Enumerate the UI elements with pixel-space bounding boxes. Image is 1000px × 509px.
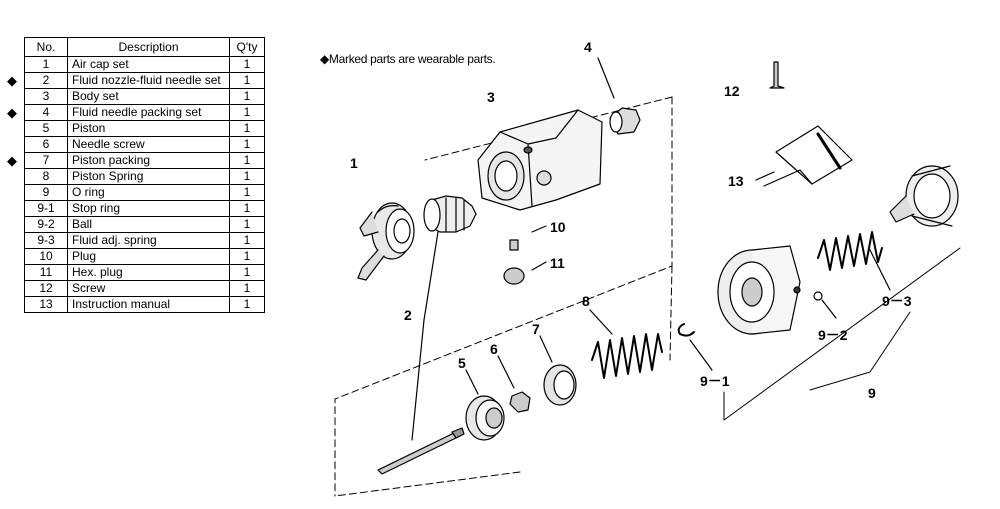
part-13-instruction-manual: [755, 125, 853, 187]
callout-3: 3: [487, 89, 495, 105]
callout-9-1: 9－1: [700, 373, 730, 389]
callout-6: 6: [490, 341, 498, 357]
wearable-note: ◆Marked parts are wearable parts.: [320, 52, 496, 66]
part-5-piston: [465, 369, 505, 441]
cell-no: 11: [24, 264, 68, 281]
part-3-body: [477, 109, 603, 211]
part-4-packing-set: [597, 57, 641, 135]
adjustment-knob: [889, 165, 959, 227]
cell-no: 9-1: [24, 200, 68, 217]
wear-marker-icon: ◆: [7, 73, 17, 88]
cell-qty: 1: [229, 264, 265, 281]
callout-1: 1: [350, 155, 358, 171]
part-11-hex-plug: [503, 261, 547, 285]
callout-9-3: 9－3: [882, 293, 912, 309]
part-2-fluid-nozzle: [423, 195, 477, 233]
callout-7: 7: [532, 321, 540, 337]
callout-10: 10: [550, 219, 566, 235]
part-1-air-cap: [357, 202, 415, 281]
cell-no: 13: [24, 296, 68, 313]
cell-qty: 1: [229, 296, 265, 313]
cell-qty: 1: [229, 88, 265, 105]
part-10-plug: [509, 225, 547, 251]
wear-marker-icon: ◆: [7, 153, 17, 168]
cell-desc: Instruction manual: [67, 296, 230, 313]
callout-9-2: 9－2: [818, 327, 848, 343]
part-9-1-stop-ring: [677, 323, 713, 371]
callout-12: 12: [724, 83, 740, 99]
callout-2: 2: [404, 307, 412, 323]
group-9-bracket: [723, 247, 961, 421]
part-6-needle-screw: [497, 355, 531, 413]
part-2-fluid-needle: [377, 231, 465, 475]
callout-5: 5: [458, 355, 466, 371]
cell-qty: 1: [229, 72, 265, 89]
wear-marker-icon: ◆: [7, 105, 17, 120]
callout-8: 8: [582, 293, 590, 309]
part-8-piston-spring: [589, 309, 663, 379]
part-9-cylinder-cap: [717, 245, 837, 335]
callout-11: 11: [550, 255, 565, 271]
part-7-piston-packing: [539, 335, 577, 406]
part-9-3-fluid-adj-spring: [817, 231, 891, 291]
callout-9: 9: [868, 385, 876, 401]
cell-qty: 1: [229, 200, 265, 217]
part-12-screw: [769, 61, 785, 89]
callout-13: 13: [728, 173, 744, 189]
callout-4: 4: [584, 39, 592, 55]
